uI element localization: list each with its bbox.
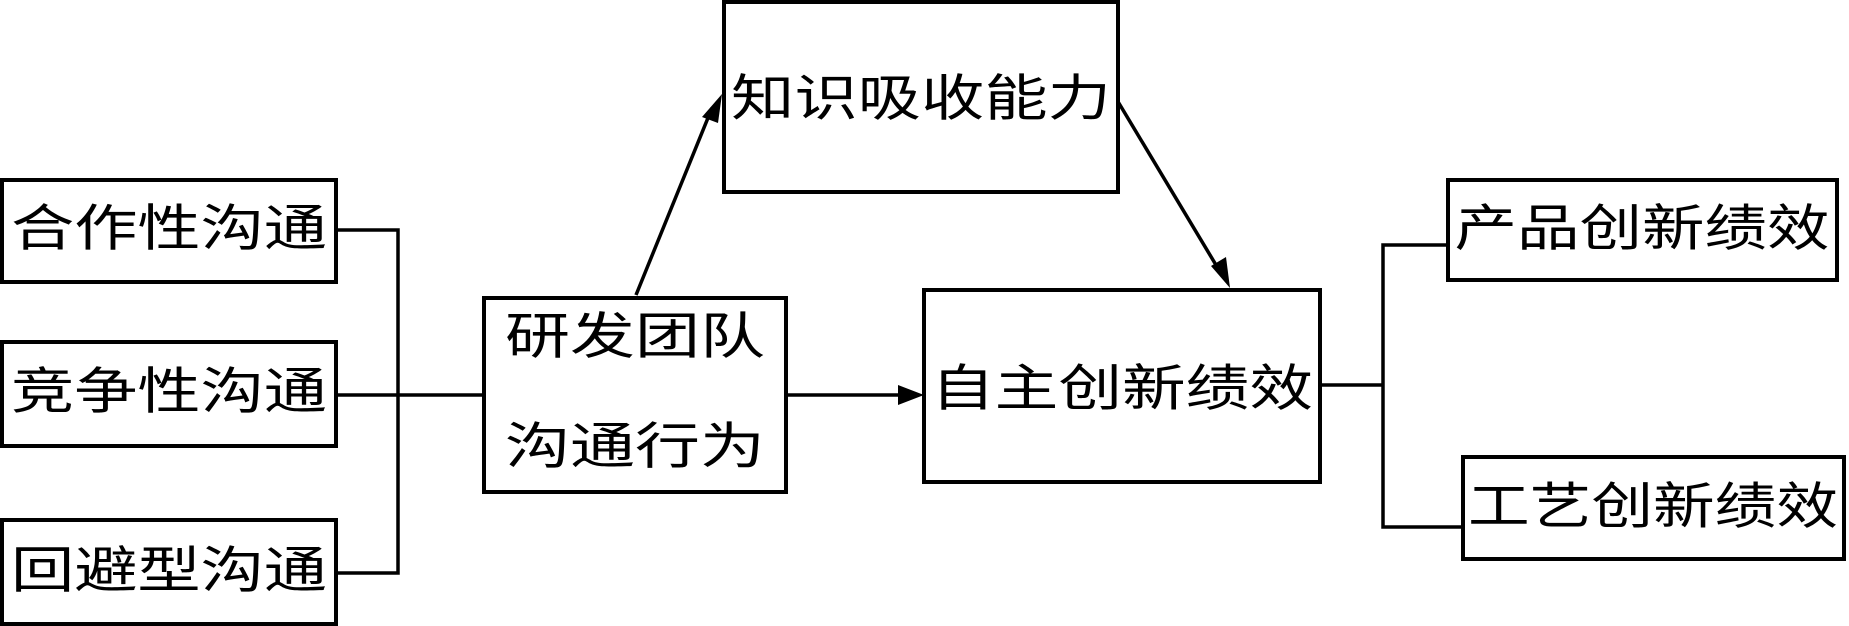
- connector-team-to-absorptive: [634, 107, 714, 296]
- node-competitive-communication: 竞争性沟通: [0, 340, 338, 448]
- connector-right-bracket: [1381, 243, 1463, 529]
- arrowhead-absorptive-to-innovation: [1211, 257, 1230, 288]
- node-team-label-line2: 沟通行为: [505, 418, 765, 476]
- node-cooperative-communication: 合作性沟通: [0, 178, 338, 284]
- connector-cooperative: [338, 228, 400, 575]
- node-avoidant-label: 回避型沟通: [11, 542, 327, 600]
- arrowheads: [702, 94, 1230, 405]
- node-absorptive-capacity: 知识吸收能力: [722, 0, 1120, 194]
- node-independent-innovation-performance: 自主创新绩效: [922, 288, 1322, 484]
- node-product-innovation-performance: 产品创新绩效: [1446, 178, 1839, 282]
- node-cooperative-label: 合作性沟通: [11, 200, 327, 258]
- connector-absorptive-to-innovation: [1115, 99, 1224, 276]
- node-product-label: 产品创新绩效: [1455, 200, 1830, 258]
- node-process-innovation-performance: 工艺创新绩效: [1461, 455, 1846, 561]
- node-team-label-line1: 研发团队: [505, 308, 765, 366]
- arrowhead-to-absorptive: [702, 94, 722, 123]
- node-process-label: 工艺创新绩效: [1468, 478, 1838, 536]
- node-innovation-label: 自主创新绩效: [931, 360, 1313, 418]
- node-team-communication-behavior: 研发团队 沟通行为: [482, 296, 788, 494]
- arrowhead-to-innovation: [898, 385, 924, 405]
- node-absorptive-label: 知识吸收能力: [731, 70, 1111, 128]
- connectors: [338, 99, 1463, 575]
- node-competitive-label: 竞争性沟通: [11, 363, 327, 421]
- node-avoidant-communication: 回避型沟通: [0, 518, 338, 626]
